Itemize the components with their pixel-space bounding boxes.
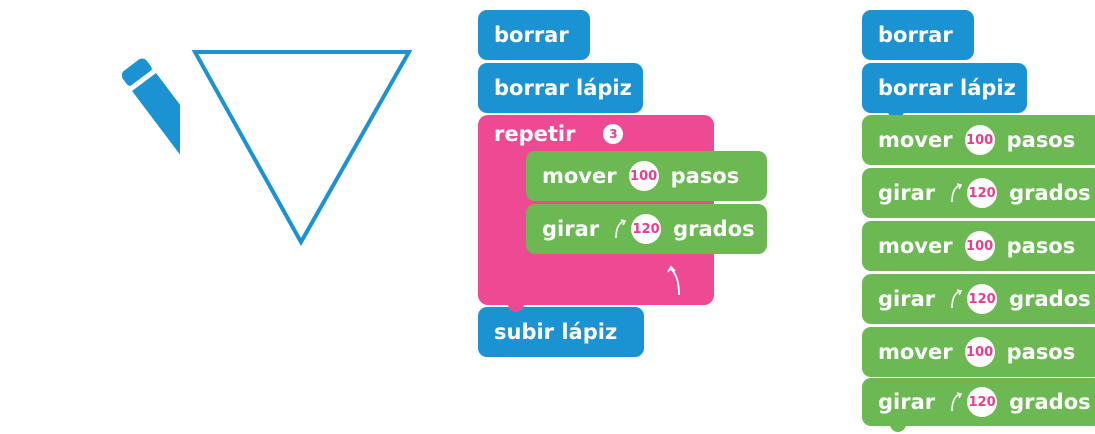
pencil-icon [121,58,180,231]
turn-unit: grados [1009,287,1091,311]
move-steps[interactable]: 100 [628,161,659,191]
turn-block[interactable]: girar 120 grados [862,274,1095,324]
move-word: mover [878,234,953,258]
clear-label: borrar [494,23,569,47]
turn-unit: grados [1009,390,1091,414]
turn-degrees[interactable]: 120 [967,284,998,314]
move-word: mover [878,340,953,364]
move-block[interactable]: mover 100 pasos [862,221,1095,271]
turn-block[interactable]: girar 120 grados [526,204,767,254]
turn-arrow-icon [951,289,963,309]
clear-block[interactable]: borrar [862,10,974,60]
move-unit: pasos [1006,234,1076,258]
turn-arrow-icon [951,183,963,203]
repeat-label: repetir [494,122,576,146]
turn-word: girar [878,390,936,414]
repeat-count[interactable]: 3 [603,124,624,144]
move-unit: pasos [1006,340,1076,364]
move-unit: pasos [1006,128,1076,152]
turn-unit: grados [1009,181,1091,205]
move-word: mover [542,164,617,188]
turn-block[interactable]: girar 120 grados [862,168,1095,218]
clear-label: borrar [878,23,953,47]
turn-unit: grados [673,217,755,241]
move-steps[interactable]: 100 [964,125,995,155]
turn-degrees[interactable]: 120 [631,214,662,244]
move-word: mover [878,128,953,152]
notch [890,424,906,432]
turn-arrow-icon [615,219,627,239]
pen-up-label: subir lápiz [494,320,618,344]
pen-clear-block[interactable]: borrar lápiz [478,63,643,113]
turn-degrees[interactable]: 120 [967,178,998,208]
turn-word: girar [878,287,936,311]
pen-up-block[interactable]: subir lápiz [478,307,644,357]
move-block[interactable]: mover 100 pasos [862,327,1095,377]
pen-clear-block[interactable]: borrar lápiz [862,63,1027,113]
pen-clear-label: borrar lápiz [494,76,632,100]
notch [888,110,904,119]
notch [508,303,524,312]
move-steps[interactable]: 100 [964,231,995,261]
move-steps[interactable]: 100 [964,337,995,367]
turn-word: girar [878,181,936,205]
move-unit: pasos [670,164,740,188]
turn-block[interactable]: girar 120 grados [862,378,1095,426]
pen-clear-label: borrar lápiz [878,76,1016,100]
loop-arrow-icon [667,265,680,296]
move-block[interactable]: mover 100 pasos [526,151,767,201]
turn-word: girar [542,217,600,241]
move-block[interactable]: mover 100 pasos [862,115,1095,165]
turn-arrow-icon [951,392,963,412]
clear-block[interactable]: borrar [478,10,590,60]
repeat-header: repetir 3 [494,117,635,151]
turn-degrees[interactable]: 120 [967,387,998,417]
triangle-drawing [191,50,413,247]
